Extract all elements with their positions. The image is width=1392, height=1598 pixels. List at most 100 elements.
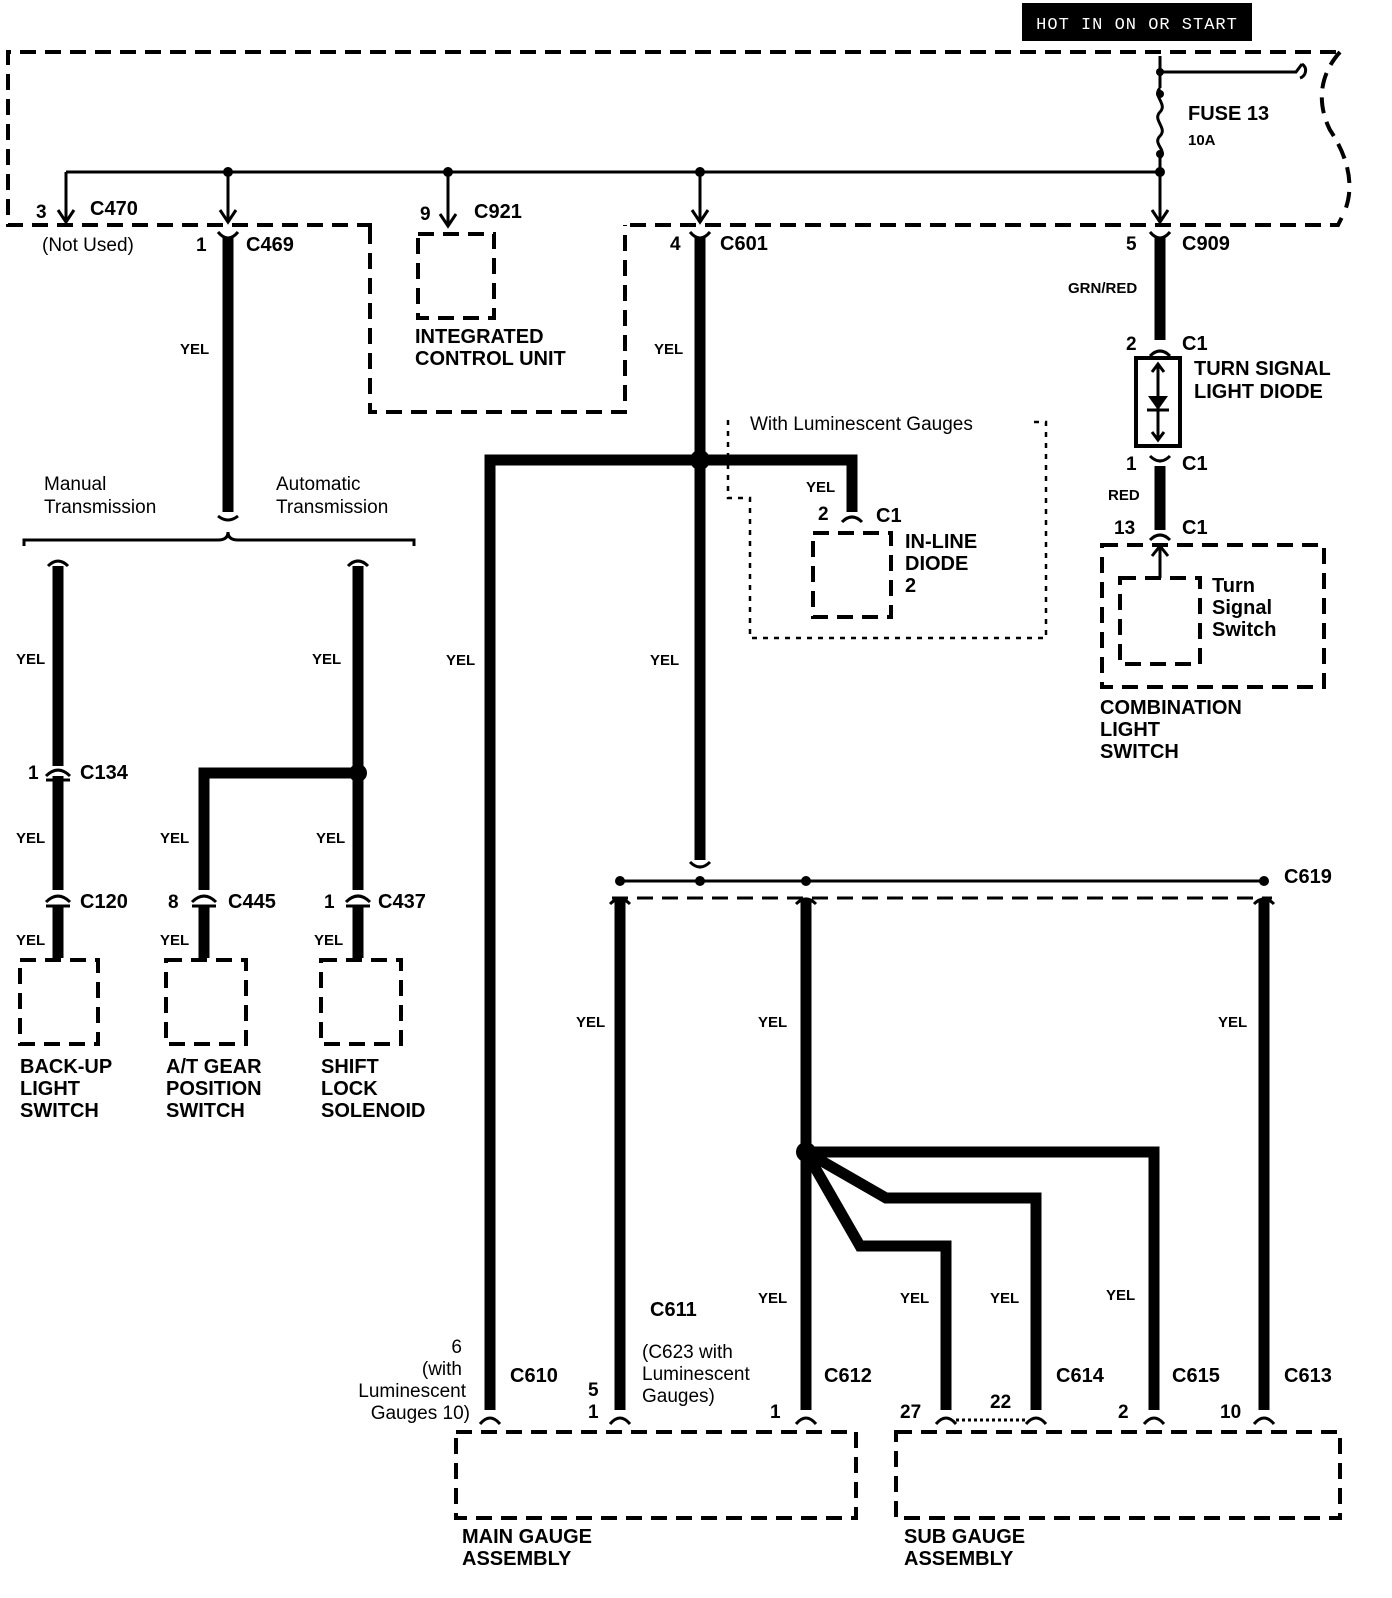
backup-wire-label-2: YEL [16,830,45,847]
c445-name: C445 [228,891,276,913]
manual-label-1: Manual [44,474,106,495]
turn-switch-label-1: Turn [1212,575,1255,597]
c601-wire-label-1: YEL [654,341,683,358]
c470-pin: 3 [36,202,47,223]
c610-wire-label: YEL [446,652,475,669]
combination-light-switch: Turn Signal Switch COMBINATION LIGHT SWI… [1100,543,1326,763]
red-wire-label: RED [1108,487,1140,504]
inline-label-1: IN-LINE [905,531,977,553]
c615-wire-label: YEL [1106,1287,1135,1304]
atgear-wire-label-2: YEL [160,932,189,949]
c615-name: C615 [1172,1365,1220,1387]
wire-shift-lock: YEL YEL YEL YEL YEL 8 C445 1 C437 [160,559,426,958]
c909-name: C909 [1182,233,1230,255]
c469-name: C469 [246,234,294,256]
c615-pin: 2 [1118,1402,1129,1423]
turn-switch-label-2: Signal [1212,597,1272,619]
connector-c611: C611 (C623 with Luminescent Gauges) 5 1 [588,1299,750,1423]
c120-name: C120 [80,891,128,913]
wire-c601-yel: YEL YEL YEL YEL [446,238,858,1410]
c614-pin-a: 27 [900,1402,921,1423]
inline-diode-2: With Luminescent Gauges 2 C1 IN-LINE DIO… [726,414,1048,640]
at-gear-position-switch: A/T GEAR POSITION SWITCH [164,958,262,1122]
c611-name: C611 [650,1299,697,1321]
c611-note-2: Luminescent [642,1364,750,1385]
auto-label-1: Automatic [276,474,360,495]
c921-name: C921 [474,201,522,223]
icu-label-2: CONTROL UNIT [415,348,566,370]
connector-c610: 6 (with Luminescent Gauges 10) C610 [358,1337,558,1424]
c445-pin: 8 [168,892,179,913]
c612-wire-label-1: YEL [758,1014,787,1031]
c613-wire-label: YEL [1218,1014,1247,1031]
c614-name: C614 [1056,1365,1105,1387]
backup-wire-label-1: YEL [16,651,45,668]
connector-c613: C613 10 [1220,1365,1332,1423]
c610-note-4: Gauges 10) [371,1403,470,1424]
lum-gauges-label: With Luminescent Gauges [750,414,973,435]
main-gauge-assembly: MAIN GAUGE ASSEMBLY [454,1430,858,1570]
junction-c619: C619 [612,866,1332,900]
connector-c921: 9 C921 [420,201,522,225]
wire-c909: GRN/RED 2 C1 [1068,238,1208,358]
backup-label-1: BACK-UP [20,1056,112,1078]
connector-c615: C615 2 [1118,1365,1220,1423]
connector-c470: 3 C470 (Not Used) [36,198,138,256]
c1-mid-pin: 1 [1126,454,1137,475]
turn-diode-label-1: TURN SIGNAL [1194,358,1331,380]
fuse-name: FUSE 13 [1188,103,1269,125]
icu-label-1: INTEGRATED [415,326,544,348]
connector-c612: C612 1 [770,1365,872,1423]
c611-pin-b: 1 [588,1402,599,1423]
c613-name: C613 [1284,1365,1332,1387]
c601-pin: 4 [670,234,681,255]
shift-wire-label-3: YEL [314,932,343,949]
fuse-box-bus [56,167,1170,229]
connector-c614: C614 27 22 [900,1365,1105,1423]
main-label-2: ASSEMBLY [462,1548,572,1570]
wire-c469-label: YEL [180,341,209,358]
shift-wire-label-1: YEL [312,651,341,668]
manual-label-2: Transmission [44,497,156,518]
hot-label: HOT IN ON OR START [1036,16,1238,35]
backup-label-3: SWITCH [20,1100,99,1122]
c1-mid-name: C1 [1182,453,1208,475]
sub-gauge-assembly: SUB GAUGE ASSEMBLY [894,1430,1342,1570]
atgear-label-3: SWITCH [166,1100,245,1122]
c612-pin: 1 [770,1402,781,1423]
c614a-wire-label: YEL [900,1290,929,1307]
c1-inline-name: C1 [876,505,902,527]
c1-bot-pin: 13 [1114,518,1135,539]
c613-pin: 10 [1220,1402,1241,1423]
fuse-box-outline [6,50,1352,228]
fuse-13: FUSE 13 10A [1156,56,1308,172]
wire-c1-red: 1 C1 RED 13 C1 [1108,453,1208,542]
combo-label-2: LIGHT [1100,719,1160,741]
c612-wire-label-2: YEL [758,1290,787,1307]
backup-light-switch: BACK-UP LIGHT SWITCH [18,958,112,1122]
sub-label-2: ASSEMBLY [904,1548,1014,1570]
c610-note-3: Luminescent [358,1381,466,1402]
shift-lock-solenoid: SHIFT LOCK SOLENOID [319,958,425,1122]
bottom-connector-arrows [478,1416,1276,1426]
backup-wire-label-3: YEL [16,932,45,949]
shift-label-1: SHIFT [321,1056,379,1078]
inline-label-3: 2 [905,575,916,597]
combo-label-3: SWITCH [1100,741,1179,763]
inline-wire-label: YEL [806,479,835,496]
atgear-label-1: A/T GEAR [166,1056,262,1078]
c1-inline-pin: 2 [818,504,829,525]
turn-diode-label-2: LIGHT DIODE [1194,381,1323,403]
turn-signal-light-diode: TURN SIGNAL LIGHT DIODE [1134,356,1331,448]
c619-name: C619 [1284,866,1332,888]
c601-name: C601 [720,233,768,255]
transmission-brace: Manual Transmission Automatic Transmissi… [22,474,416,546]
c469-pin: 1 [196,235,207,256]
gauge-feed-wires: YEL YEL YEL YEL YEL YEL YEL [576,897,1276,1410]
c614-pin-b: 22 [990,1392,1011,1413]
c921-pin: 9 [420,204,431,225]
integrated-control-unit: INTEGRATED CONTROL UNIT [368,225,627,414]
grn-red-label: GRN/RED [1068,280,1137,297]
c611-pin-a: 5 [588,1380,599,1401]
